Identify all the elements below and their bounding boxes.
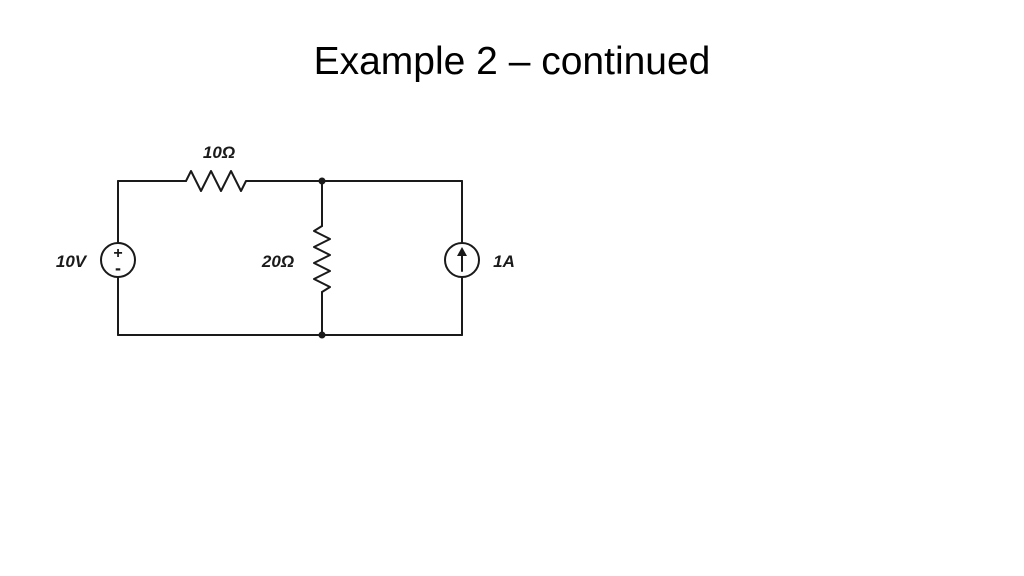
shunt-resistor-label: 20Ω	[261, 252, 294, 271]
junction-top-node	[318, 177, 326, 185]
voltage-source-label: 10V	[56, 252, 88, 271]
voltage-source-symbol	[100, 242, 136, 278]
current-direction-arrow-icon	[457, 247, 467, 256]
voltage-source-plus-sign: +	[113, 245, 122, 262]
series-resistor-label: 10Ω	[203, 143, 235, 162]
shunt-resistor-symbol	[313, 225, 331, 293]
current-source-symbol	[444, 242, 480, 278]
current-source-label: 1A	[493, 252, 515, 271]
series-resistor-symbol	[185, 170, 253, 192]
junction-bottom-node	[318, 331, 326, 339]
voltage-source-minus-sign: -	[115, 258, 121, 278]
slide-title: Example 2 – continued	[313, 40, 711, 83]
